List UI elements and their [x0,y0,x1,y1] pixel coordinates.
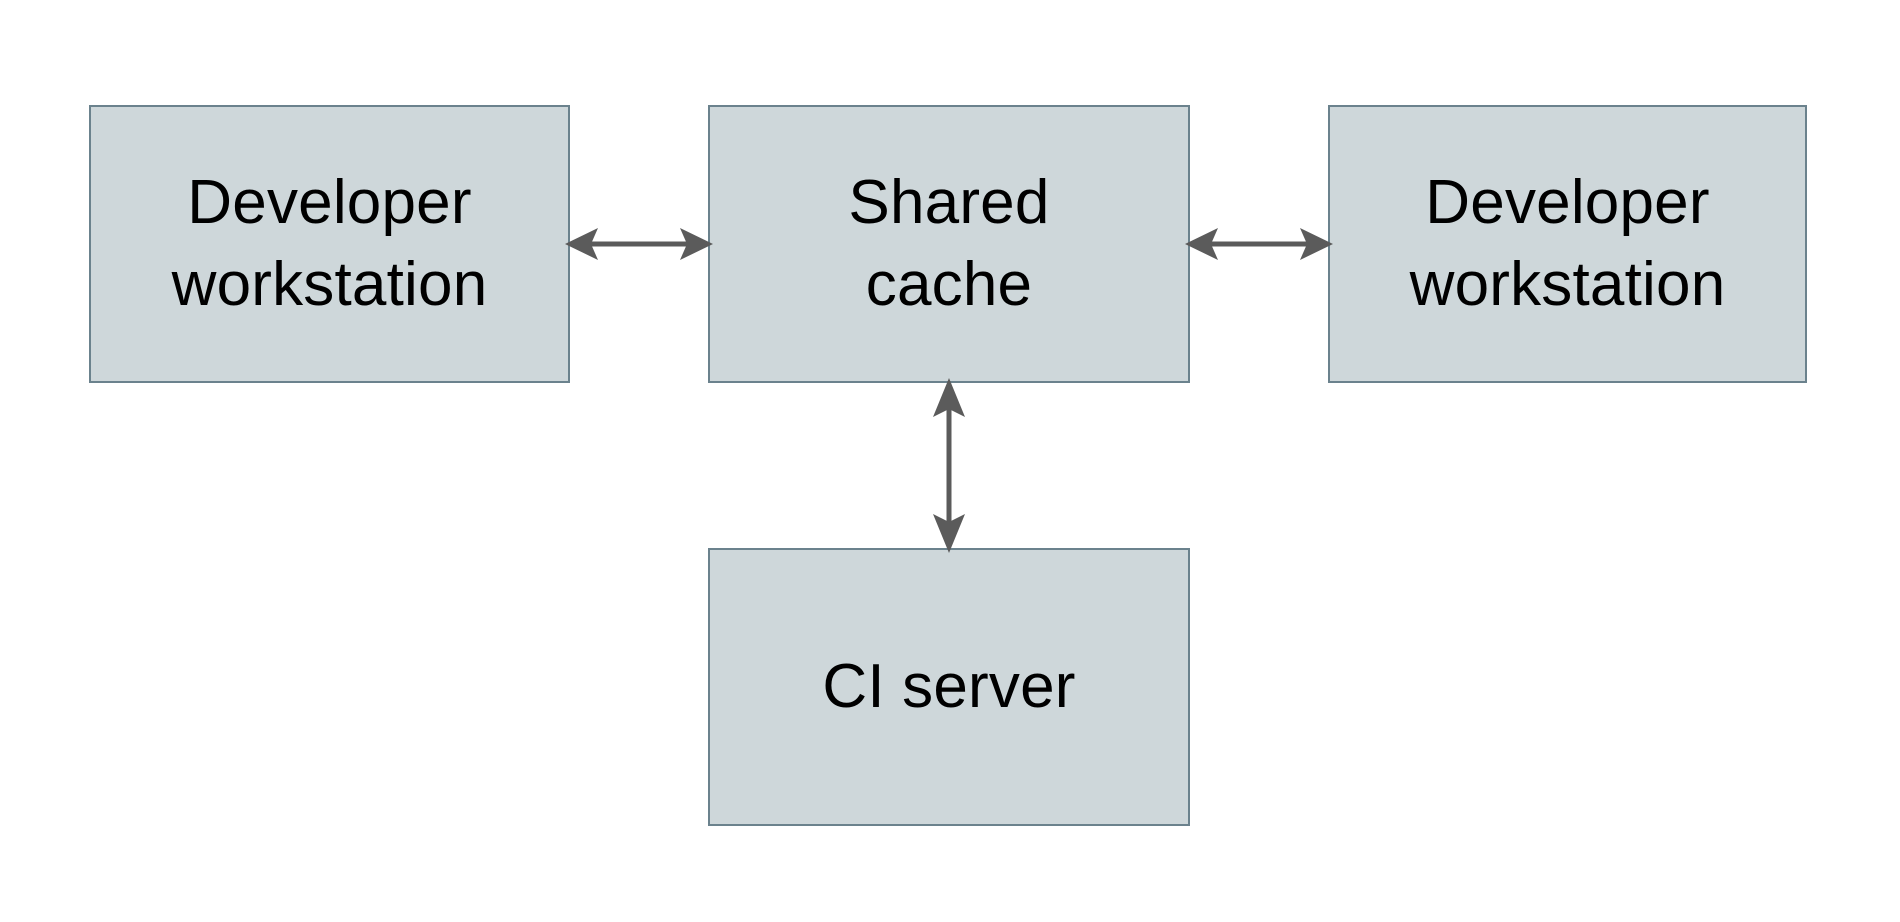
connector-developer-left-to-shared-cache [565,228,713,260]
node-developer-workstation-left[interactable]: Developer workstation [89,105,570,383]
node-shared-cache[interactable]: Shared cache [708,105,1190,383]
arrow-head-right-icon [680,228,713,260]
node-label: CI server [822,652,1076,721]
node-label: Developer workstation [1409,168,1726,319]
node-developer-workstation-right[interactable]: Developer workstation [1328,105,1807,383]
arrow-head-left-icon [565,228,598,260]
node-label: Developer workstation [171,168,488,319]
connector-shared-cache-to-ci-server [933,378,965,553]
arrow-head-left-icon [1185,228,1218,260]
arrow-head-up-icon [933,378,965,417]
node-label: Shared cache [848,168,1050,319]
arrow-head-down-icon [933,514,965,553]
arrow-head-right-icon [1300,228,1333,260]
node-ci-server[interactable]: CI server [708,548,1190,826]
connector-shared-cache-to-developer-right [1185,228,1333,260]
